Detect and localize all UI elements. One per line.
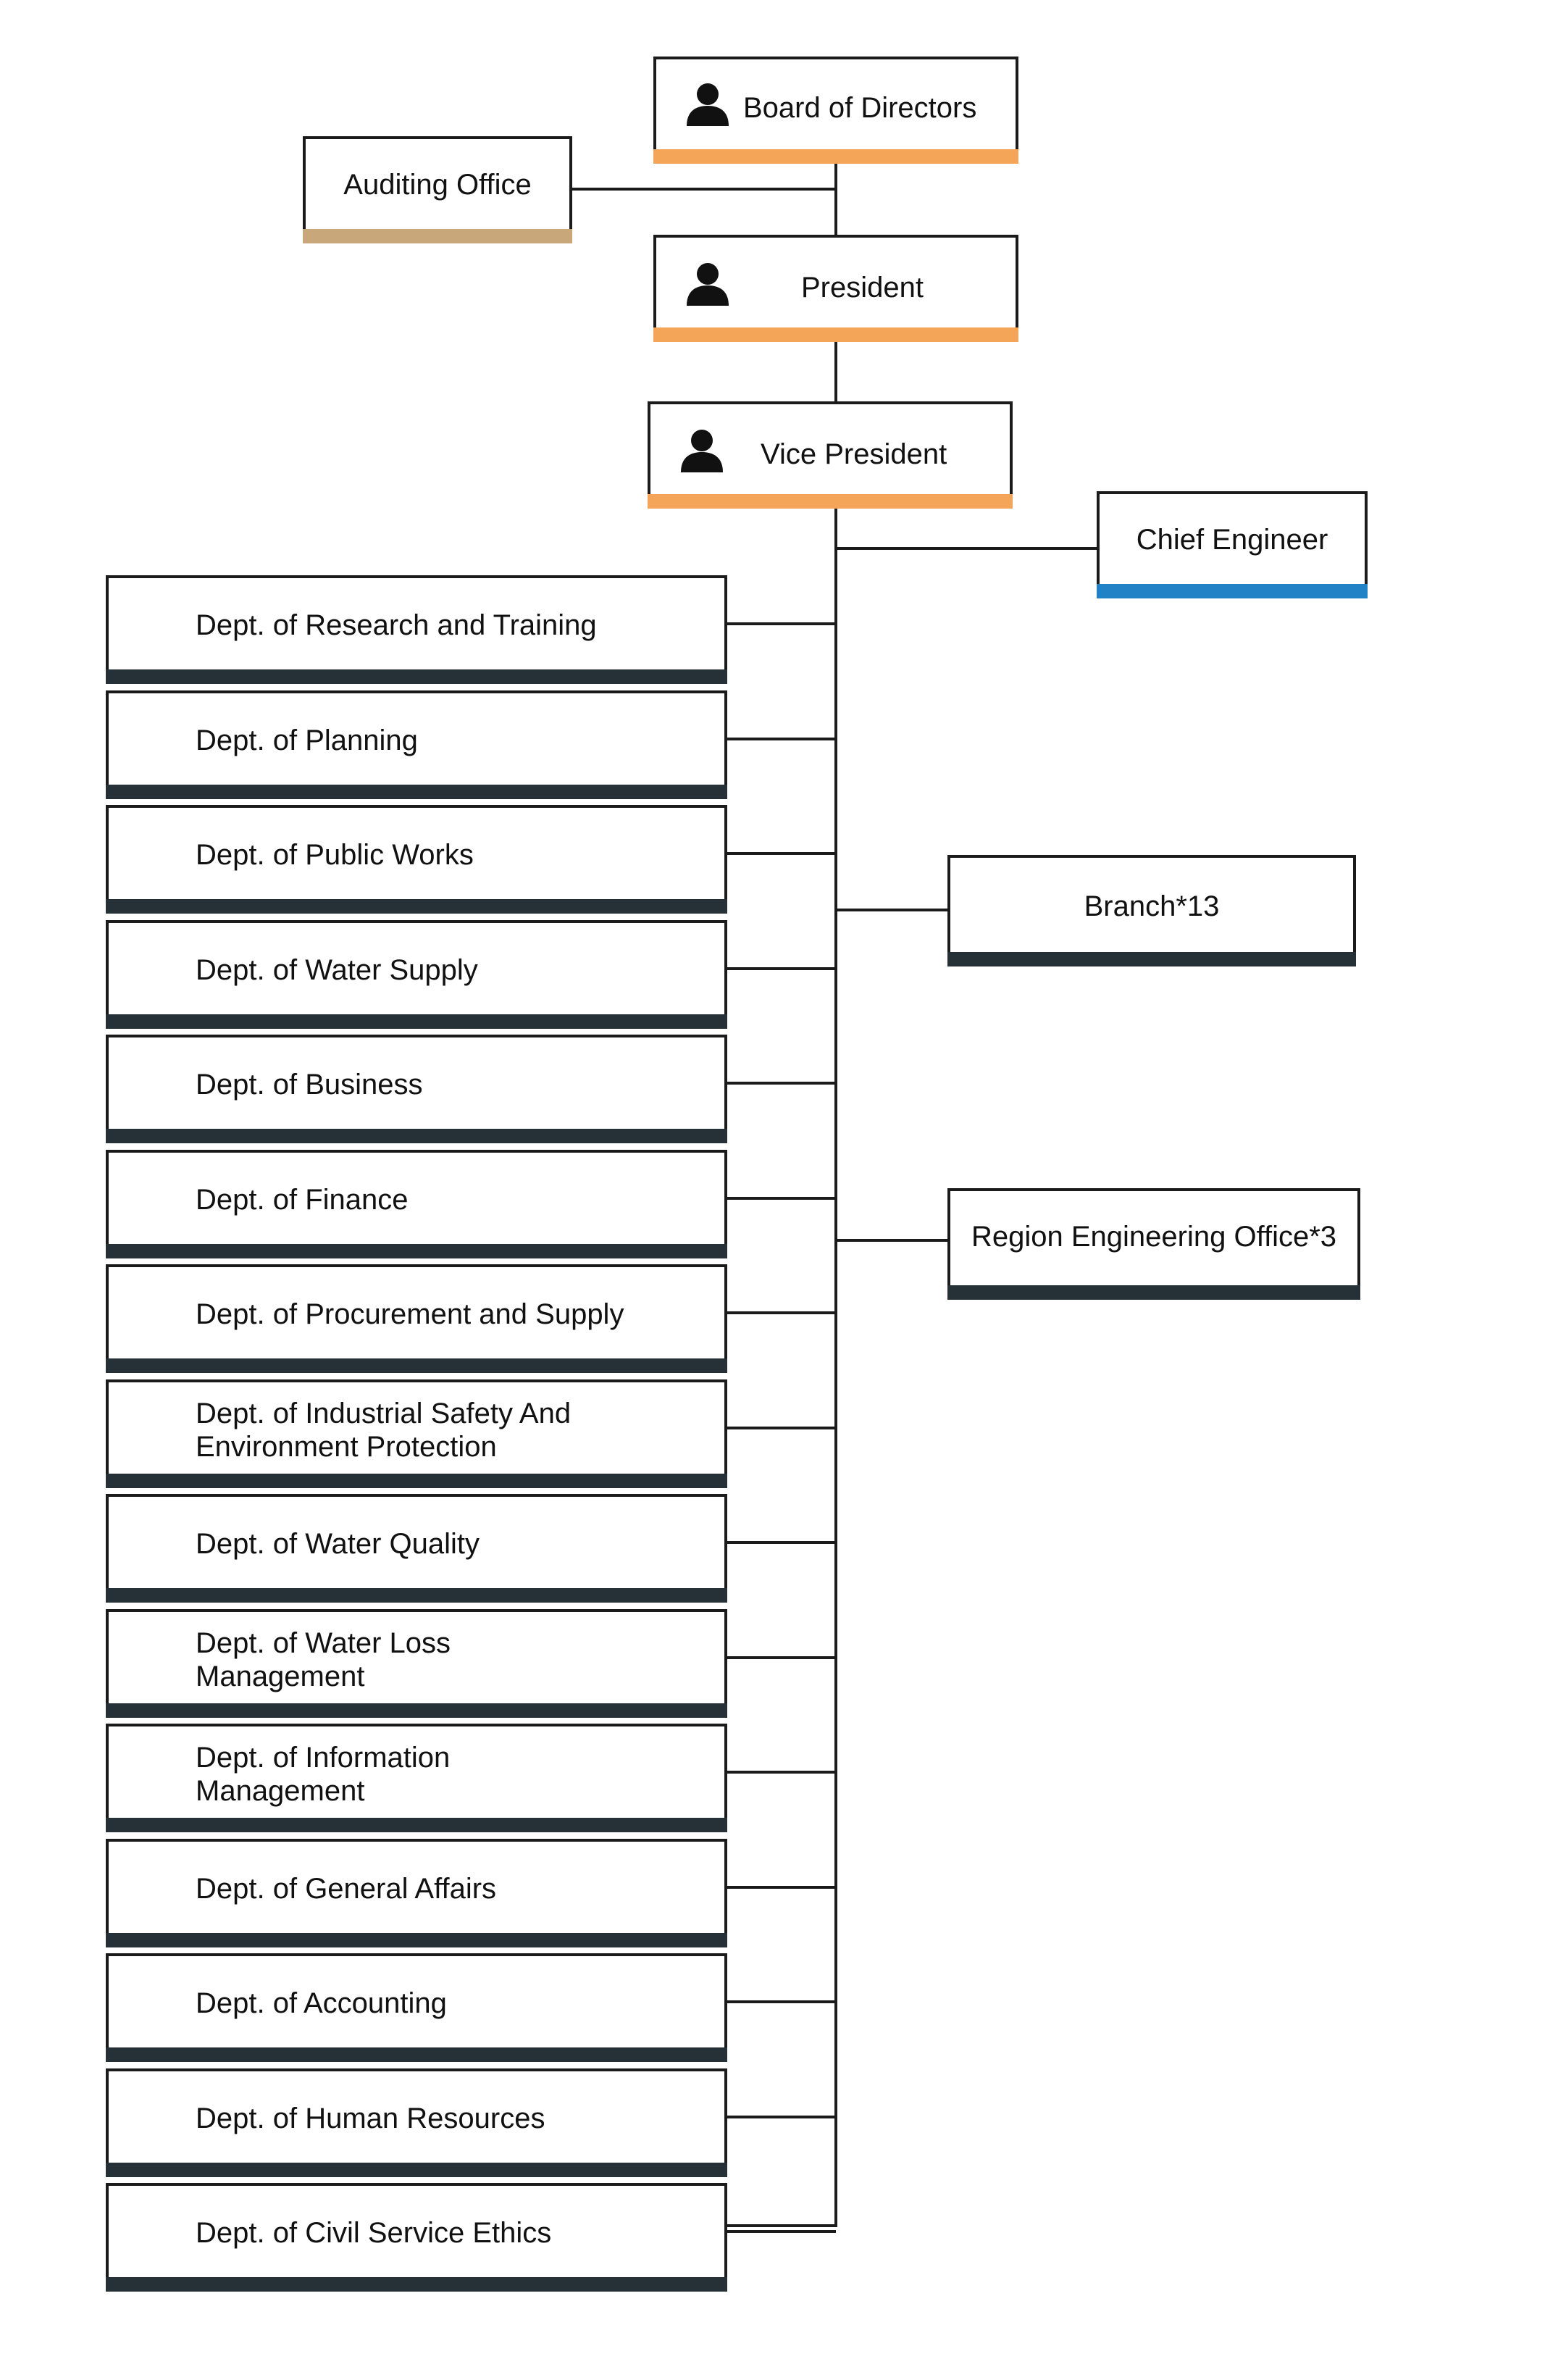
auditing-accent-bar (303, 229, 572, 243)
department-label: Dept. of Finance (196, 1183, 409, 1216)
branch-accent-bar (947, 952, 1356, 966)
department-connector (727, 2115, 836, 2118)
department-connector (727, 1426, 836, 1429)
department-box: Dept. of Industrial Safety And Environme… (106, 1379, 727, 1488)
board-accent-bar (653, 149, 1018, 164)
branch-label: Branch*13 (1084, 890, 1220, 922)
department-connector (727, 1541, 836, 1544)
auditing-connector (571, 188, 836, 191)
branch-box: Branch*13 (947, 855, 1356, 966)
department-accent-bar (106, 2277, 727, 2292)
department-label: Dept. of Research and Training (196, 609, 597, 641)
department-label: Dept. of Water Quality (196, 1528, 480, 1560)
department-box: Dept. of Accounting (106, 1953, 727, 2062)
vice-president-label: Vice President (761, 438, 947, 470)
department-box: Dept. of Human Resources (106, 2068, 727, 2177)
region-office-accent-bar (947, 1285, 1360, 1300)
department-connector (727, 737, 836, 740)
department-label: Dept. of Civil Service Ethics (196, 2217, 552, 2249)
president-box: President (653, 235, 1018, 342)
department-box: Dept. of Planning (106, 690, 727, 799)
department-accent-bar (106, 1358, 727, 1373)
department-label: Dept. of Water Supply (196, 953, 478, 986)
main-trunk-line (834, 161, 837, 2227)
region-connector (836, 1239, 950, 1242)
department-label: Dept. of Procurement and Supply (196, 1298, 624, 1330)
board-label: Board of Directors (743, 92, 977, 124)
department-box: Dept. of Information Management (106, 1724, 727, 1832)
department-box: Dept. of Civil Service Ethics (106, 2183, 727, 2292)
department-box: Dept. of Procurement and Supply (106, 1264, 727, 1373)
department-label: Dept. of Planning (196, 724, 418, 756)
vice-president-accent-bar (648, 494, 1013, 509)
department-connector (727, 1655, 836, 1659)
region-office-box: Region Engineering Office*3 (947, 1188, 1360, 1300)
department-connector (727, 1885, 836, 1889)
person-icon (687, 83, 729, 126)
department-box: Dept. of Water Loss Management (106, 1608, 727, 1718)
department-accent-bar (106, 1243, 727, 1258)
department-accent-bar (106, 2047, 727, 2062)
department-accent-bar (106, 1129, 727, 1143)
chief-engineer-label: Chief Engineer (1136, 524, 1328, 556)
department-label: Dept. of Water Loss Management (196, 1627, 451, 1692)
department-accent-bar (106, 784, 727, 799)
department-accent-bar (106, 2162, 727, 2177)
branch-connector (836, 909, 950, 911)
department-accent-bar (106, 669, 727, 684)
department-connector (727, 852, 836, 855)
department-accent-bar (106, 1703, 727, 1718)
department-box: Dept. of Finance (106, 1149, 727, 1258)
board-of-directors-box: Board of Directors (653, 57, 1018, 164)
department-accent-bar (106, 1014, 727, 1029)
department-connector (727, 2000, 836, 2003)
department-connector (727, 1082, 836, 1085)
department-accent-bar (106, 1932, 727, 1947)
department-connector (727, 2230, 836, 2233)
chief-engineer-box: Chief Engineer (1097, 491, 1368, 598)
person-icon (681, 430, 723, 472)
department-label: Dept. of Industrial Safety And Environme… (196, 1397, 572, 1463)
department-box: Dept. of General Affairs (106, 1838, 727, 1947)
department-accent-bar (106, 899, 727, 914)
department-connector (727, 1771, 836, 1774)
department-accent-bar (106, 1473, 727, 1488)
department-box: Dept. of Research and Training (106, 575, 727, 684)
trunk-bottom-cap (721, 2224, 837, 2227)
vice-president-box: Vice President (648, 401, 1013, 509)
region-office-label: Region Engineering Office*3 (971, 1221, 1337, 1253)
department-connector (727, 622, 836, 625)
department-box: Dept. of Business (106, 1035, 727, 1143)
chief-engineer-accent-bar (1097, 584, 1368, 598)
president-label: President (801, 272, 924, 304)
department-label: Dept. of Public Works (196, 839, 474, 871)
president-accent-bar (653, 327, 1018, 342)
department-box: Dept. of Water Supply (106, 919, 727, 1029)
person-icon (687, 263, 729, 306)
auditing-label: Auditing Office (343, 169, 532, 201)
department-label: Dept. of General Affairs (196, 1872, 497, 1905)
department-label: Dept. of Accounting (196, 1987, 447, 2019)
department-connector (727, 1196, 836, 1200)
department-label: Dept. of Human Resources (196, 2102, 545, 2134)
department-connector (727, 1311, 836, 1314)
department-connector (727, 966, 836, 970)
department-label: Dept. of Business (196, 1069, 423, 1101)
department-accent-bar (106, 1818, 727, 1832)
department-label: Dept. of Information Management (196, 1742, 451, 1807)
department-box: Dept. of Water Quality (106, 1494, 727, 1603)
chief-engineer-connector (836, 547, 1098, 550)
auditing-office-box: Auditing Office (303, 136, 572, 243)
department-box: Dept. of Public Works (106, 805, 727, 914)
department-accent-bar (106, 1588, 727, 1603)
